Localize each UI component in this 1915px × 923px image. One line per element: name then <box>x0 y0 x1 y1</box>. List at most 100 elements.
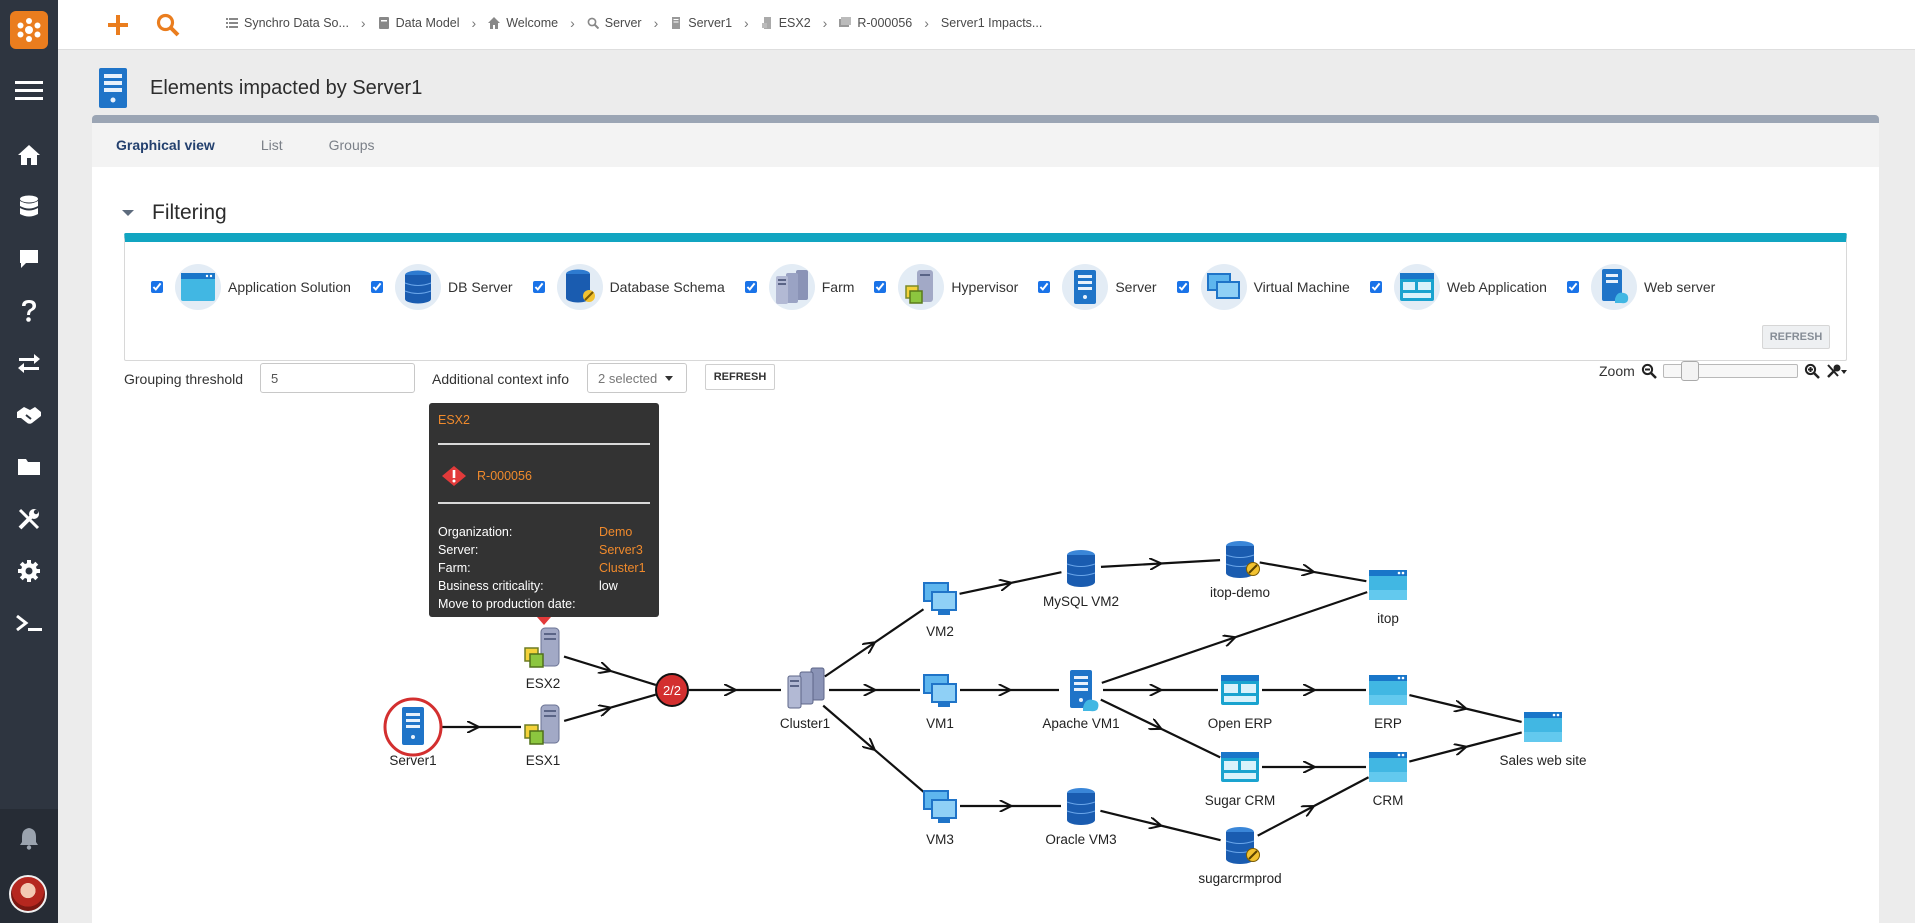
avatar[interactable] <box>9 875 47 913</box>
filter-checkbox[interactable] <box>370 281 383 293</box>
search-icon[interactable] <box>153 10 183 40</box>
tab-groups[interactable]: Groups <box>328 137 375 153</box>
chat-icon[interactable] <box>14 244 44 274</box>
tools-menu-icon[interactable] <box>1826 363 1848 379</box>
menu-icon[interactable] <box>14 75 44 105</box>
filter-web-application[interactable]: Web Application <box>1369 264 1547 310</box>
zoom-in-icon[interactable] <box>1804 363 1820 379</box>
tools-icon[interactable] <box>14 504 44 534</box>
tooltip-title[interactable]: ESX2 <box>438 413 470 427</box>
filter-hypervisor[interactable]: Hypervisor <box>874 264 1018 310</box>
zoom-control: Zoom <box>1599 361 1848 381</box>
filter-checkbox[interactable] <box>151 281 163 293</box>
breadcrumb: Synchro Data So... › Data Model › Welcom… <box>226 0 1042 46</box>
graph-node-esx2[interactable]: ESX2 <box>524 627 560 691</box>
graph-node-salesweb[interactable]: Sales web site <box>1499 712 1587 768</box>
page-title: Elements impacted by Server1 <box>150 76 423 99</box>
database-icon[interactable] <box>14 192 44 222</box>
graph-node-oracle[interactable]: Oracle VM3 <box>1045 787 1117 847</box>
graph-node-sugarcrm[interactable]: Sugar CRM <box>1205 752 1276 808</box>
filter-checkbox[interactable] <box>532 281 545 293</box>
filter-refresh-button[interactable]: REFRESH <box>1762 325 1830 349</box>
filtering-toggle[interactable]: Filtering <box>122 201 227 225</box>
graph-refresh-button[interactable]: REFRESH <box>705 364 775 390</box>
graph-node-itop[interactable]: itop <box>1369 570 1407 626</box>
bell-icon[interactable] <box>14 823 44 853</box>
terminal-icon[interactable] <box>14 608 44 638</box>
filter-farm[interactable]: Farm <box>744 264 855 310</box>
tooltip-key: Move to production date: <box>438 597 576 611</box>
plus-icon[interactable] <box>103 10 133 40</box>
breadcrumb-label: R-000056 <box>857 16 913 30</box>
graph-node-group[interactable]: 2/2 <box>655 673 689 707</box>
breadcrumb-item[interactable]: Server <box>587 16 642 30</box>
handshake-icon[interactable] <box>14 400 44 430</box>
grouping-threshold-input[interactable]: 5 <box>260 363 415 393</box>
graph-node-openerp[interactable]: Open ERP <box>1208 675 1273 731</box>
zoom-slider[interactable] <box>1662 361 1798 381</box>
breadcrumb-item[interactable]: Server1 Impacts... <box>941 16 1042 30</box>
graph-node-vm1[interactable]: VM1 <box>923 674 957 731</box>
filter-server[interactable]: Server <box>1038 264 1157 310</box>
graph-node-label: VM2 <box>926 624 954 639</box>
filter-db-server[interactable]: DB Server <box>370 264 513 310</box>
transfer-icon[interactable] <box>14 348 44 378</box>
tooltip-value[interactable]: Server3 <box>599 543 643 557</box>
graph-node-cluster1[interactable]: Cluster1 <box>780 667 830 731</box>
breadcrumb-item[interactable]: Synchro Data So... <box>226 16 349 30</box>
breadcrumb-label: Server1 Impacts... <box>940 16 1043 30</box>
graph-node-label: ERP <box>1374 716 1402 731</box>
chevron-right-icon: › <box>653 15 659 31</box>
filter-label: Farm <box>821 279 855 295</box>
filter-checkbox[interactable] <box>1566 281 1579 293</box>
filter-application-solution[interactable]: Application Solution <box>151 264 351 310</box>
group-badge[interactable] <box>655 673 689 707</box>
graph-node-vm3[interactable]: VM3 <box>923 790 957 847</box>
application-solution-icon <box>175 264 221 310</box>
filter-checkbox[interactable] <box>1176 281 1189 293</box>
graph-node-esx1[interactable]: ESX1 <box>524 704 560 768</box>
context-info-select[interactable]: 2 selected <box>587 363 687 393</box>
graph-node-label: VM3 <box>926 832 954 847</box>
filter-checkbox[interactable] <box>1369 281 1382 293</box>
graph-node-mysql[interactable]: MySQL VM2 <box>1043 549 1119 609</box>
folder-icon[interactable] <box>14 452 44 482</box>
breadcrumb-item[interactable]: Data Model <box>378 16 460 30</box>
db-server-icon <box>1066 549 1096 588</box>
tab-list[interactable]: List <box>260 137 283 153</box>
tab-graphical-view[interactable]: Graphical view <box>116 137 215 153</box>
tooltip-value[interactable]: Demo <box>599 525 633 539</box>
tooltip-pointer <box>537 617 551 625</box>
graph-node-crm[interactable]: CRM <box>1369 752 1407 808</box>
tooltip-ticket[interactable]: R-000056 <box>441 465 532 487</box>
graph-node-sugarcrmprod[interactable]: sugarcrmprod <box>1198 827 1282 886</box>
tooltip-row: Move to production date: <box>438 597 652 611</box>
help-icon[interactable] <box>14 296 44 326</box>
breadcrumb-item[interactable]: Server1 <box>670 16 732 30</box>
app-logo[interactable] <box>10 11 48 49</box>
filter-checkbox[interactable] <box>874 281 887 293</box>
filter-web-server[interactable]: Web server <box>1566 264 1715 310</box>
home-icon[interactable] <box>14 140 44 170</box>
breadcrumb-item[interactable]: R-000056 <box>839 16 912 30</box>
topbar: Synchro Data So... › Data Model › Welcom… <box>58 0 1915 50</box>
filter-checkbox[interactable] <box>1038 281 1051 293</box>
graph-node-vm2[interactable]: VM2 <box>923 582 957 639</box>
zoom-slider-handle[interactable] <box>1681 361 1700 381</box>
breadcrumb-item[interactable]: ESX2 <box>761 16 811 30</box>
breadcrumb-item[interactable]: Welcome <box>488 16 558 30</box>
graph-node-label: MySQL VM2 <box>1043 594 1119 609</box>
filter-database-schema[interactable]: Database Schema <box>532 264 725 310</box>
gear-icon[interactable] <box>14 556 44 586</box>
filter-checkbox[interactable] <box>744 281 757 293</box>
graph-node-erp[interactable]: ERP <box>1369 675 1407 731</box>
graph-node-server1[interactable]: Server1 <box>383 697 443 768</box>
tooltip-ticket-ref: R-000056 <box>477 469 532 483</box>
tooltip-value[interactable]: Cluster1 <box>599 561 646 575</box>
graph-node-itopdemo[interactable]: itop-demo <box>1210 541 1270 600</box>
zoom-label: Zoom <box>1599 363 1635 379</box>
zoom-out-icon[interactable] <box>1641 363 1657 379</box>
filter-virtual-machine[interactable]: Virtual Machine <box>1176 264 1350 310</box>
breadcrumb-label: Synchro Data So... <box>244 16 349 30</box>
graph-node-apache[interactable]: Apache VM1 <box>1042 670 1120 731</box>
